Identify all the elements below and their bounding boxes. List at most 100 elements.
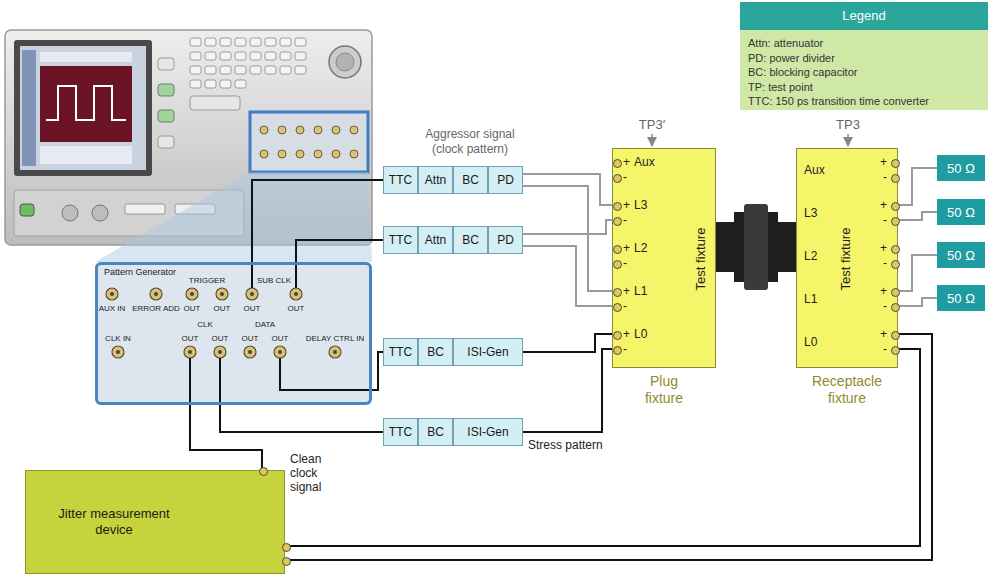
pin-polarity: -	[883, 256, 887, 270]
panel-jack-centres-part	[218, 350, 222, 354]
test-fixture: Test fixtureReceptacle fixture	[796, 148, 898, 368]
instrument-photo-part-part	[205, 66, 216, 74]
instrument-photo-part	[329, 46, 361, 78]
cable-stubs	[190, 262, 372, 405]
connector-label: AUX IN	[99, 304, 126, 314]
pin-polarity: -	[883, 213, 887, 227]
panel-highlight	[250, 112, 368, 172]
lane-name: L3	[804, 206, 817, 220]
signal-cable	[220, 405, 383, 432]
instrument-photo-part	[20, 46, 146, 170]
instrument-photo-part	[14, 40, 152, 176]
panel-jacks-part	[106, 288, 118, 300]
cable-stubs-part	[280, 358, 372, 390]
panel-jacks-part	[329, 346, 341, 358]
node-text: Test fixture	[693, 228, 709, 291]
signal-cable	[898, 255, 937, 291]
connector-label: CLK IN	[105, 334, 131, 344]
instrument-photo-part-part	[278, 126, 286, 134]
instrument-panel: Pattern Generator	[95, 262, 372, 405]
pin-jack	[613, 260, 622, 269]
panel-jack-centres-part	[110, 292, 114, 296]
instrument-photo-part-part	[260, 126, 268, 134]
signal-cable	[190, 405, 262, 470]
connector-label: OUT	[288, 304, 305, 314]
component-box: Attn	[418, 226, 453, 254]
instrument-photo-part-part	[205, 80, 216, 88]
legend-body	[740, 30, 988, 110]
panel-jacks-part	[246, 288, 258, 300]
panel-jacks-part	[186, 288, 198, 300]
component-box: TTC	[383, 226, 418, 254]
signal-cable	[285, 334, 932, 560]
node-text: BC	[462, 233, 479, 247]
connector-label: ERROR ADD	[132, 304, 180, 314]
pin-jack	[891, 331, 900, 340]
instrument-photo-part-part	[220, 52, 231, 60]
pin-polarity: -	[883, 342, 887, 356]
pin-jack	[891, 288, 900, 297]
instrument-photo-part-part	[265, 38, 276, 46]
node-text: BC	[462, 173, 479, 187]
panel-jacks-part	[290, 288, 302, 300]
node-text: 50 Ω	[947, 161, 975, 176]
instrument-photo-part-part	[280, 38, 291, 46]
panel-jacks-part	[150, 288, 162, 300]
instrument-photo-part	[22, 50, 36, 166]
lane-name: L3	[634, 198, 647, 212]
pin-polarity: -	[883, 299, 887, 313]
zoom-callout	[95, 172, 372, 262]
instrument-photo-part	[20, 204, 34, 216]
pin-jack	[891, 303, 900, 312]
pin-polarity: +	[880, 284, 887, 298]
instrument-photo-part-part	[314, 126, 322, 134]
instrument-photo-part-part	[332, 126, 340, 134]
pin-polarity: +	[623, 327, 630, 341]
instrument-photo-part-part	[190, 80, 201, 88]
instrument-photo-part	[46, 86, 126, 120]
lane-name: L1	[804, 292, 817, 306]
pin-jack	[613, 245, 622, 254]
panel-jack-centres-part	[220, 292, 224, 296]
input-jack	[259, 467, 268, 476]
pin-jack	[891, 159, 900, 168]
instrument-photo-part-part	[350, 150, 358, 158]
node-text: 50 Ω	[947, 248, 975, 263]
signal-cable	[523, 220, 612, 234]
instrument-photo-part-part	[190, 66, 201, 74]
node-text: TTC	[389, 425, 412, 439]
pin-jack	[613, 202, 622, 211]
signal-label: Aggressor signal (clock pattern)	[408, 127, 532, 157]
component-box: BC	[453, 226, 488, 254]
fixture-coupler-part	[744, 204, 768, 290]
pin-jack	[613, 159, 622, 168]
signal-cable	[523, 349, 612, 432]
instrument-photo-part	[40, 66, 132, 142]
instrument-photo-part-part	[250, 52, 261, 60]
node-text: Test fixture	[838, 228, 854, 291]
legend-text: TP: test point	[748, 81, 813, 93]
pin-polarity: -	[623, 342, 627, 356]
pin-jack	[613, 346, 622, 355]
component-box: BC	[418, 338, 453, 366]
instrument-photo-part-part	[235, 52, 246, 60]
lane-name: L0	[634, 327, 647, 341]
instrument-photo-part-part	[295, 38, 306, 46]
test-point-label: TP3′	[639, 117, 665, 132]
connector-label: OUT	[184, 304, 201, 314]
pin-jack	[613, 174, 622, 183]
signal-cable	[523, 186, 612, 291]
legend-text: BC: blocking capacitor	[748, 66, 857, 78]
instrument-photo-part	[190, 96, 240, 110]
panel-jack-centres-part	[248, 350, 252, 354]
pin-jack	[891, 202, 900, 211]
instrument-photo-part-part	[265, 52, 276, 60]
instrument-photo-part	[158, 58, 174, 70]
pin-jack	[613, 288, 622, 297]
input-jack	[282, 543, 291, 552]
cable-label: Stress pattern	[528, 438, 603, 452]
